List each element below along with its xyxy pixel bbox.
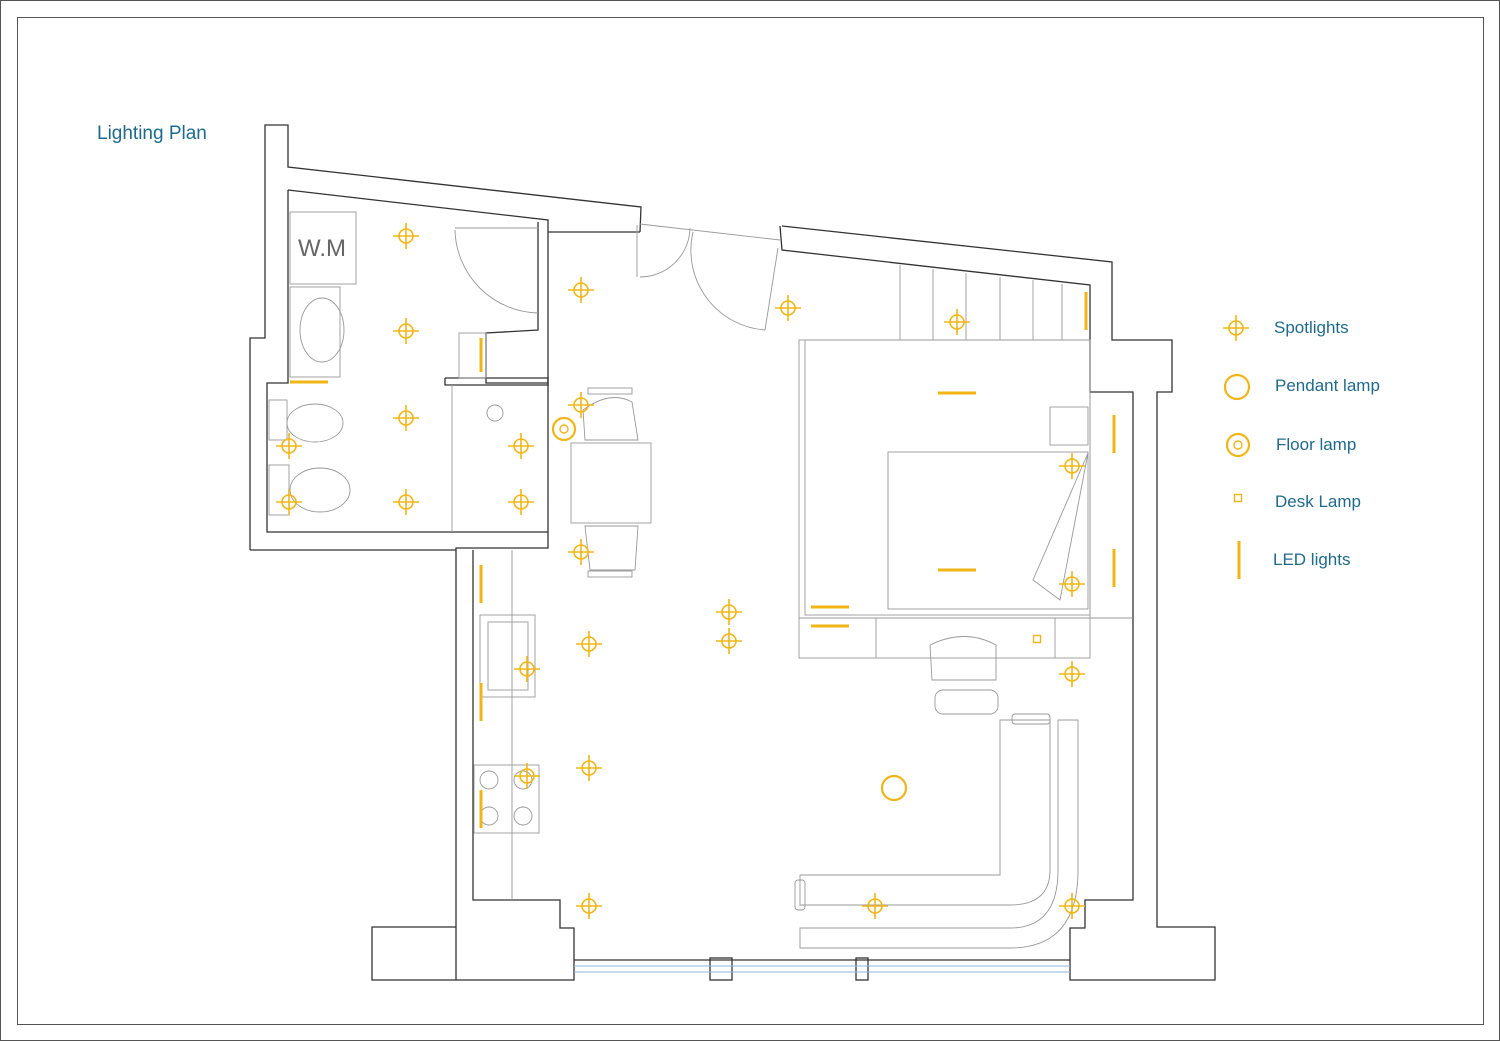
spotlight-icon [568,277,594,303]
spotlight-icon [944,309,970,335]
spotlight-icon [568,539,594,565]
walls [249,124,1216,981]
pendant-lamp-icon [880,774,908,802]
spotlight-icon [1059,661,1085,687]
lamps [276,223,1251,919]
spotlight-icon [508,489,534,515]
legend-label-led: LED lights [1273,550,1351,569]
spotlight-icon [775,295,801,321]
spotlight-icon [568,392,594,418]
spotlight-icon [393,489,419,515]
spotlight-icon [1223,315,1249,341]
spotlight-icon [276,489,302,515]
desk-lamp-icon [1032,634,1042,644]
floor-lamp-icon [1225,432,1251,458]
legend-label-pendant: Pendant lamp [1275,376,1380,395]
plan-title: Lighting Plan [97,123,207,144]
spotlight-icon [1059,893,1085,919]
spotlight-icon [514,656,540,682]
doors [454,223,781,331]
spotlight-icon [1059,571,1085,597]
spotlight-icon [576,755,602,781]
floor-lamp-icon [551,416,577,442]
floor-lamp-icon [1233,440,1243,450]
spotlight-icon [276,433,302,459]
spotlight-icon [393,318,419,344]
pendant-lamp-icon [1223,373,1251,401]
spotlight-icon [393,223,419,249]
legend-label-desk: Desk Lamp [1275,492,1361,511]
inner-frame [17,17,1484,1025]
floor-lamp-icon [559,424,569,434]
desk-lamp-icon [1233,493,1243,503]
legend-label-floor: Floor lamp [1276,435,1357,454]
furniture: W.M [268,211,1133,949]
spotlight-icon [514,763,540,789]
spotlight-icon [508,433,534,459]
spotlight-icon [862,893,888,919]
spotlight-icon [716,628,742,654]
spotlight-icon [716,599,742,625]
spotlight-icon [576,631,602,657]
spotlight-icon [1059,453,1085,479]
spotlight-icon [576,893,602,919]
legend-label-spotlights: Spotlights [1274,318,1349,337]
washing-machine-label: W.M [298,235,346,262]
spotlight-icon [393,405,419,431]
